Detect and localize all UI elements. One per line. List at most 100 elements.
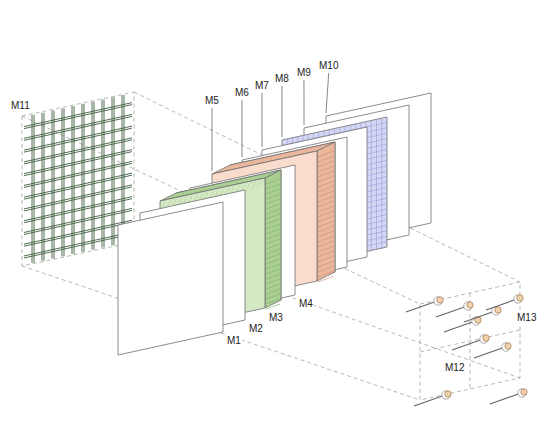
edge-hatch [318, 161, 334, 167]
edge-hatch [266, 219, 280, 224]
callout-label: M1 [226, 335, 242, 346]
mesh-bar [122, 95, 123, 243]
edge-hatch [318, 251, 334, 257]
edge-hatch [318, 201, 334, 207]
washer [464, 302, 472, 310]
edge-hatch [266, 214, 280, 219]
washer [434, 297, 442, 305]
leader-line [326, 73, 329, 113]
edge-hatch [266, 189, 280, 194]
edge-hatch [266, 254, 280, 259]
callout-label: M10 [318, 60, 339, 71]
edge-hatch [318, 191, 334, 197]
anchor-bolts [406, 295, 527, 406]
edge-hatch [266, 284, 280, 289]
mesh-bar [124, 95, 125, 243]
callout-label: M13 [516, 312, 537, 323]
mesh-bar [24, 208, 132, 232]
edge-hatch [266, 209, 280, 214]
mesh-bar [62, 108, 63, 256]
edge-hatch [318, 216, 334, 222]
edge-hatch [318, 256, 334, 262]
edge-hatch [318, 226, 334, 232]
callout-label: M7 [254, 80, 270, 91]
edge-hatch [318, 181, 334, 187]
edge-hatch [318, 206, 334, 212]
edge-hatch [266, 289, 280, 294]
edge-hatch [266, 184, 280, 189]
layer-face [118, 202, 223, 355]
mesh-bar [82, 104, 83, 252]
layer-edge [317, 142, 335, 281]
guide-lines [22, 92, 520, 400]
edge-hatch [318, 176, 334, 182]
washer [480, 335, 488, 343]
edge-hatch [266, 304, 280, 309]
mesh-bar [104, 100, 105, 248]
edge-hatch [318, 186, 334, 192]
mesh-bar [24, 187, 132, 211]
mesh-bar [24, 114, 132, 138]
leader-line [303, 80, 304, 125]
edge-hatch [318, 221, 334, 227]
leader-lines [212, 73, 329, 171]
edge-hatch [318, 231, 334, 237]
edge-hatch [318, 266, 334, 272]
mesh-bar [24, 105, 132, 129]
guide-box [420, 282, 520, 400]
edge-hatch [266, 224, 280, 229]
mesh-bar [72, 106, 73, 254]
edge-hatch [318, 196, 334, 202]
mesh-bar [52, 111, 53, 259]
face-hatch [246, 183, 250, 191]
edge-hatch [318, 261, 334, 267]
edge-hatch [266, 194, 280, 199]
mesh-bar [24, 161, 132, 185]
edge-hatch [266, 264, 280, 269]
mesh-bar [24, 220, 132, 244]
mesh-bar [112, 97, 113, 245]
mesh-bar [24, 185, 132, 209]
mesh-bar [92, 102, 93, 250]
mesh-bar [74, 106, 75, 254]
edge-hatch [266, 299, 280, 304]
mesh-bar [114, 97, 115, 245]
edge-hatch [318, 246, 334, 252]
mesh-bar [84, 104, 85, 252]
mesh-bar [24, 173, 132, 197]
mesh-bar [42, 113, 43, 261]
mesh-bar [24, 163, 132, 187]
mesh-bar [24, 199, 132, 223]
washer [502, 343, 510, 351]
mesh-bar [24, 222, 132, 246]
callout-label: M3 [268, 312, 284, 323]
bolt-nut [483, 335, 489, 341]
mesh-bar [44, 113, 45, 261]
callout-label: M6 [234, 87, 250, 98]
mesh-bar [24, 232, 132, 256]
washer [518, 389, 526, 397]
wall-layers [118, 93, 431, 355]
edge-hatch [318, 171, 334, 177]
callout-label: M9 [296, 67, 312, 78]
mesh-bar [24, 152, 132, 176]
bolt-nut [437, 297, 443, 303]
layer-edge [265, 170, 281, 308]
edge-hatch [266, 199, 280, 204]
mesh-bar [64, 108, 65, 256]
mesh-bar [24, 140, 132, 164]
mesh-bar [24, 116, 132, 140]
edge-hatch [266, 259, 280, 264]
face-hatch [251, 182, 255, 190]
mesh-bar [24, 197, 132, 221]
leader-line [261, 93, 262, 147]
edge-hatch [318, 156, 334, 162]
washer [442, 391, 450, 399]
reinforcement-mesh [24, 95, 132, 263]
callout-label: M4 [298, 298, 314, 309]
callout-label: M2 [248, 323, 264, 334]
bolt-nut [467, 302, 473, 308]
edge-hatch [318, 236, 334, 242]
mesh-bar [24, 234, 132, 258]
